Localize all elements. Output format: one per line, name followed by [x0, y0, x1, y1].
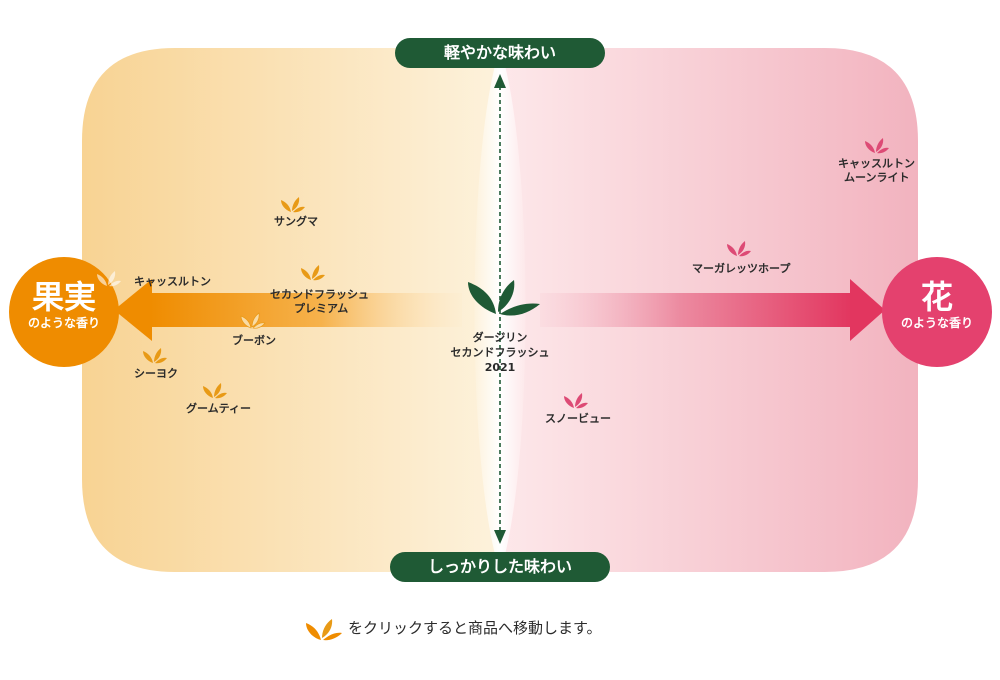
center-line-1: ダージリン — [472, 331, 528, 344]
product-gumti[interactable]: グームティー — [184, 380, 264, 420]
center-line-3: 2021 — [484, 361, 516, 374]
product-label: マーガレッツホープ — [692, 262, 791, 275]
product-label-line2: ムーンライト — [844, 171, 910, 184]
flower-label: 花 — [920, 278, 953, 316]
product-sangma[interactable]: サングマ — [270, 194, 340, 234]
tea-leaf-icon — [281, 197, 305, 213]
footer-instruction-text: をクリックすると商品へ移動します。 — [348, 619, 602, 637]
tea-leaf-icon — [727, 241, 751, 257]
tea-leaf-icon — [97, 271, 121, 287]
fruit-aroma-badge: 果実 のような香り — [9, 257, 119, 367]
product-label: シーヨク — [134, 367, 178, 380]
product-label: ブーボン — [232, 334, 276, 347]
flower-sub-label: のような香り — [900, 316, 973, 330]
product-label-line2: プレミアム — [294, 302, 349, 315]
product-label-line1: セカンドフラッシュ — [270, 288, 369, 301]
product-label: サングマ — [274, 215, 318, 228]
center-leaf-icon — [468, 280, 540, 316]
center-line-2: セカンドフラッシュ — [450, 346, 550, 359]
product-castleton-fruit[interactable]: キャッスルトン — [96, 266, 226, 296]
product-second-flush-premium[interactable]: セカンドフラッシュ プレミアム — [268, 262, 378, 316]
product-margarets-hope[interactable]: マーガレッツホープ — [690, 238, 800, 278]
footer-leaf-icon — [306, 619, 342, 641]
footer-instruction: をクリックすると商品へ移動します。 — [348, 617, 602, 638]
product-label-line1: キャッスルトン — [838, 157, 915, 170]
product-label: グームティー — [186, 402, 252, 415]
product-label: スノービュー — [545, 412, 611, 425]
fruit-label: 果実 — [31, 278, 96, 316]
tea-leaf-icon — [203, 383, 227, 399]
product-castleton-moonlight[interactable]: キャッスルトン ムーンライト — [836, 135, 920, 191]
flower-arrow — [540, 279, 885, 341]
center-product-label: ダージリン セカンドフラッシュ 2021 — [430, 330, 570, 375]
tea-leaf-icon — [301, 265, 325, 281]
tea-leaf-icon — [143, 348, 167, 364]
tea-leaf-icon — [564, 393, 588, 409]
rich-taste-label: しっかりした味わい — [390, 552, 610, 582]
flower-aroma-badge: 花 のような香り — [882, 257, 992, 367]
fruit-arrow — [114, 279, 462, 341]
fruit-sub-label: のような香り — [27, 316, 100, 330]
product-shiyok[interactable]: シーヨク — [132, 345, 202, 385]
product-label: キャッスルトン — [134, 275, 211, 288]
light-taste-label: 軽やかな味わい — [395, 38, 605, 68]
product-snowview[interactable]: スノービュー — [545, 390, 625, 430]
rich-taste-text: しっかりした味わい — [427, 557, 572, 576]
tea-leaf-icon — [240, 312, 266, 329]
product-bourbon[interactable]: ブーボン — [230, 310, 300, 350]
light-taste-text: 軽やかな味わい — [443, 43, 556, 62]
tea-leaf-icon — [865, 138, 889, 154]
